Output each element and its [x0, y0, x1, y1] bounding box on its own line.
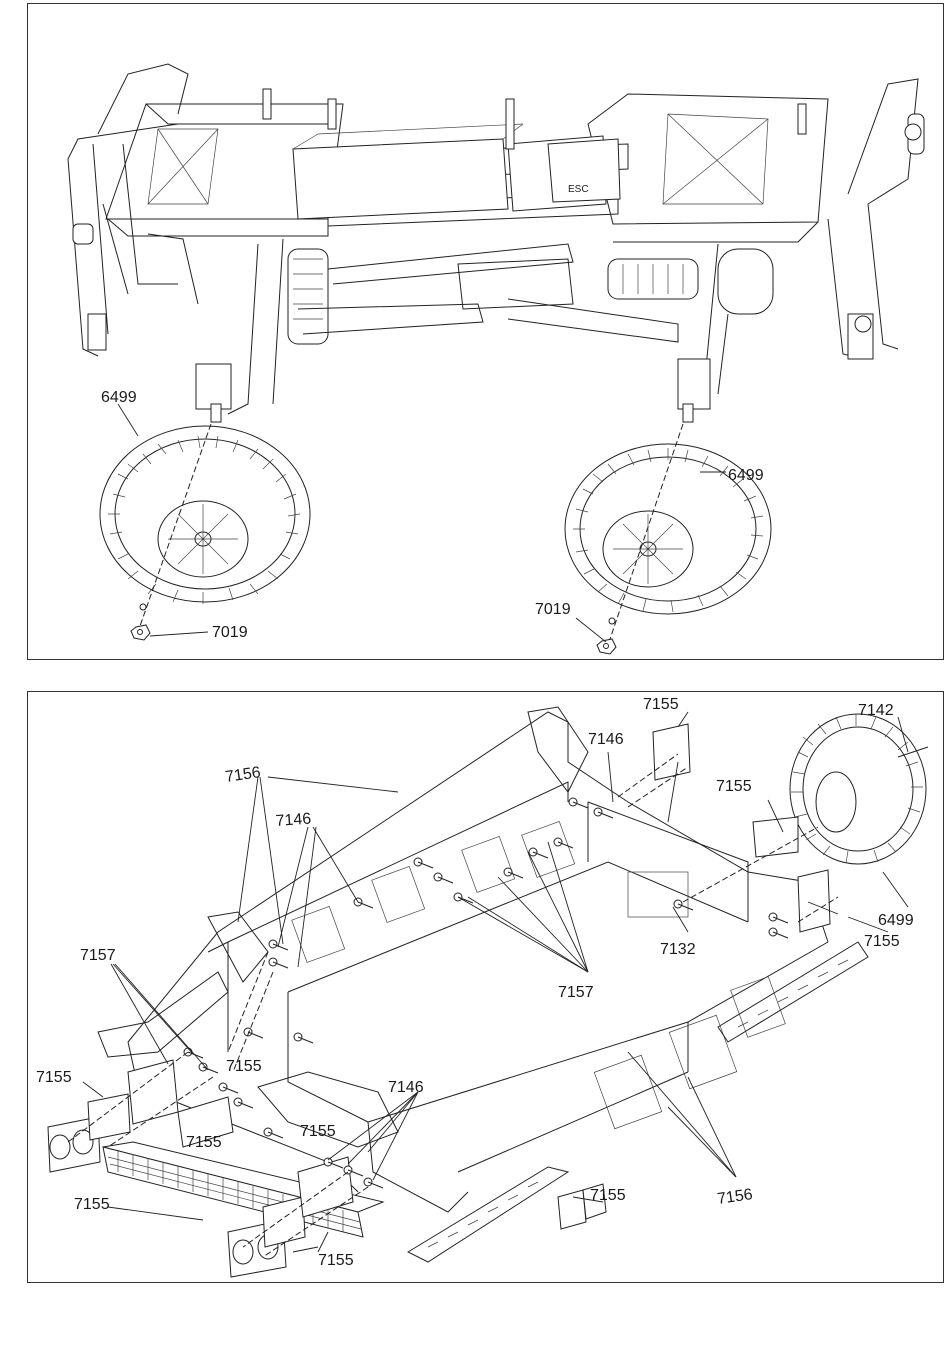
callout-7155-bracket: 7155: [590, 1187, 626, 1204]
callout-7155-grille: 7155: [74, 1196, 110, 1213]
body-shell-assembly-panel: 7155 7142 7146 7156 7155 7146 6499 7155 …: [27, 691, 944, 1283]
callout-7146-front: 7146: [388, 1079, 424, 1096]
callout-tire-left: 6499: [101, 389, 137, 406]
callout-7146-top: 7146: [588, 731, 624, 748]
callout-7157-left: 7157: [80, 947, 116, 964]
callout-7155-headlight: 7155: [36, 1069, 72, 1086]
headlight-right: [228, 1197, 305, 1277]
tire-left: [100, 426, 310, 604]
nut-left: [131, 604, 150, 640]
nut-right: [597, 618, 616, 654]
svg-text:ESC: ESC: [568, 184, 589, 195]
callout-7155-top: 7155: [643, 696, 679, 713]
rear-bumper: [828, 79, 924, 359]
body-drawing: 7155 7142 7146 7156 7155 7146 6499 7155 …: [28, 692, 945, 1284]
screws: [184, 798, 788, 1188]
callout-7156-top: 7156: [224, 764, 262, 786]
chassis-wheel-assembly-panel: ESC: [27, 3, 944, 660]
callout-7146-left: 7146: [275, 811, 312, 830]
callout-7155-right: 7155: [864, 933, 900, 950]
chassis-drawing: ESC: [28, 4, 945, 661]
callout-7155-plate-right: 7155: [300, 1123, 336, 1140]
callout-7155-bottom: 7155: [318, 1252, 354, 1269]
callout-nut-left: 7019: [212, 624, 248, 641]
chassis-frame: ESC: [106, 89, 828, 242]
callout-7156-bottom: 7156: [716, 1186, 754, 1208]
callout-nut-right: 7019: [535, 601, 571, 618]
callout-6499: 6499: [878, 912, 914, 929]
callout-tire-right: 6499: [728, 467, 764, 484]
callout-7155-spare: 7155: [716, 778, 752, 795]
callout-7155-plate: 7155: [186, 1134, 222, 1151]
callout-7157-center: 7157: [558, 984, 594, 1001]
spare-tire-6499: [790, 714, 928, 864]
suspension-links: [196, 239, 773, 422]
callout-7155-mount: 7155: [226, 1058, 262, 1075]
callout-7142: 7142: [858, 702, 894, 719]
callout-7132: 7132: [660, 941, 696, 958]
